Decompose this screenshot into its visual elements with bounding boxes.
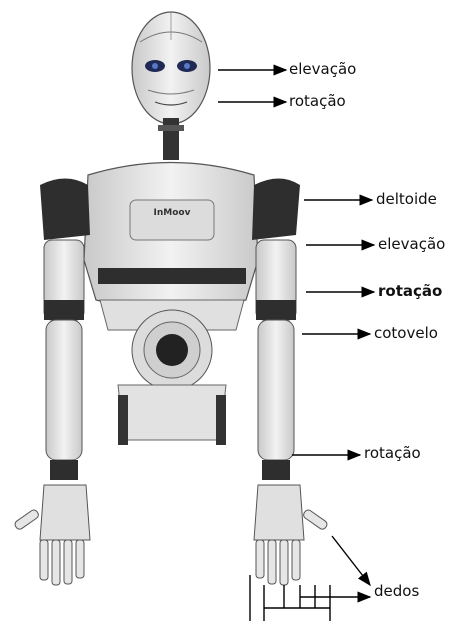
label-elbow: cotovelo	[374, 326, 438, 341]
robot-neck	[158, 118, 184, 160]
label-arm-elevation: elevação	[378, 237, 445, 252]
robot-arm-right	[252, 179, 329, 586]
chest-strip	[98, 268, 246, 284]
label-deltoid: deltoide	[376, 192, 437, 207]
label-head-elevation: elevação	[289, 62, 356, 77]
arrow-fingers-diag	[332, 536, 370, 585]
label-head-rotation: rotação	[289, 94, 346, 109]
robot-head	[132, 12, 210, 124]
label-fingers: dedos	[374, 584, 419, 599]
robot-torso: InMoov	[84, 163, 258, 446]
chest-logo: InMoov	[154, 208, 191, 218]
label-wrist-rotation: rotação	[364, 446, 421, 461]
label-arm-rotation: rotação	[378, 284, 442, 299]
robot-arm-left	[13, 179, 90, 586]
